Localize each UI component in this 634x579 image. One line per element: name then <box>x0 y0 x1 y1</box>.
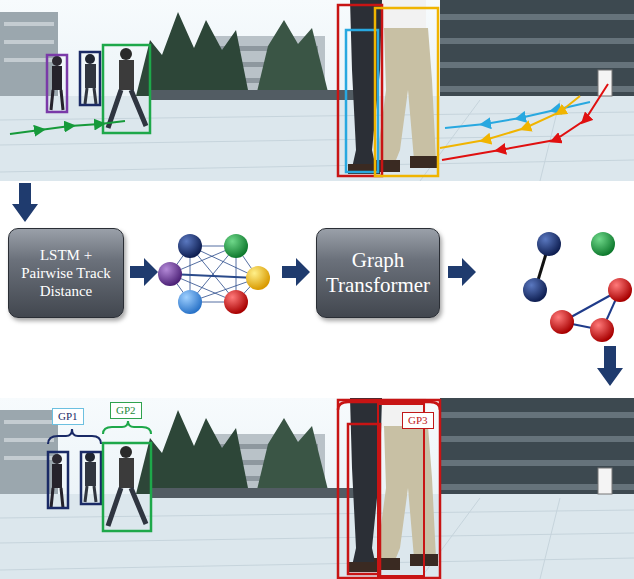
group-name: GP3 <box>408 414 428 427</box>
group-name: GP1 <box>58 410 78 423</box>
group-label: GP3 <box>402 412 434 429</box>
group-label: GP1 <box>52 408 84 425</box>
box-label: LSTM + Pairwise Track Distance <box>15 246 117 300</box>
process-box: LSTM + Pairwise Track Distance <box>8 228 124 318</box>
process-box: Graph Transformer <box>316 228 440 318</box>
group-label: GP2 <box>110 402 142 419</box>
box-label: Graph Transformer <box>323 248 433 298</box>
group-name: GP2 <box>116 404 136 417</box>
